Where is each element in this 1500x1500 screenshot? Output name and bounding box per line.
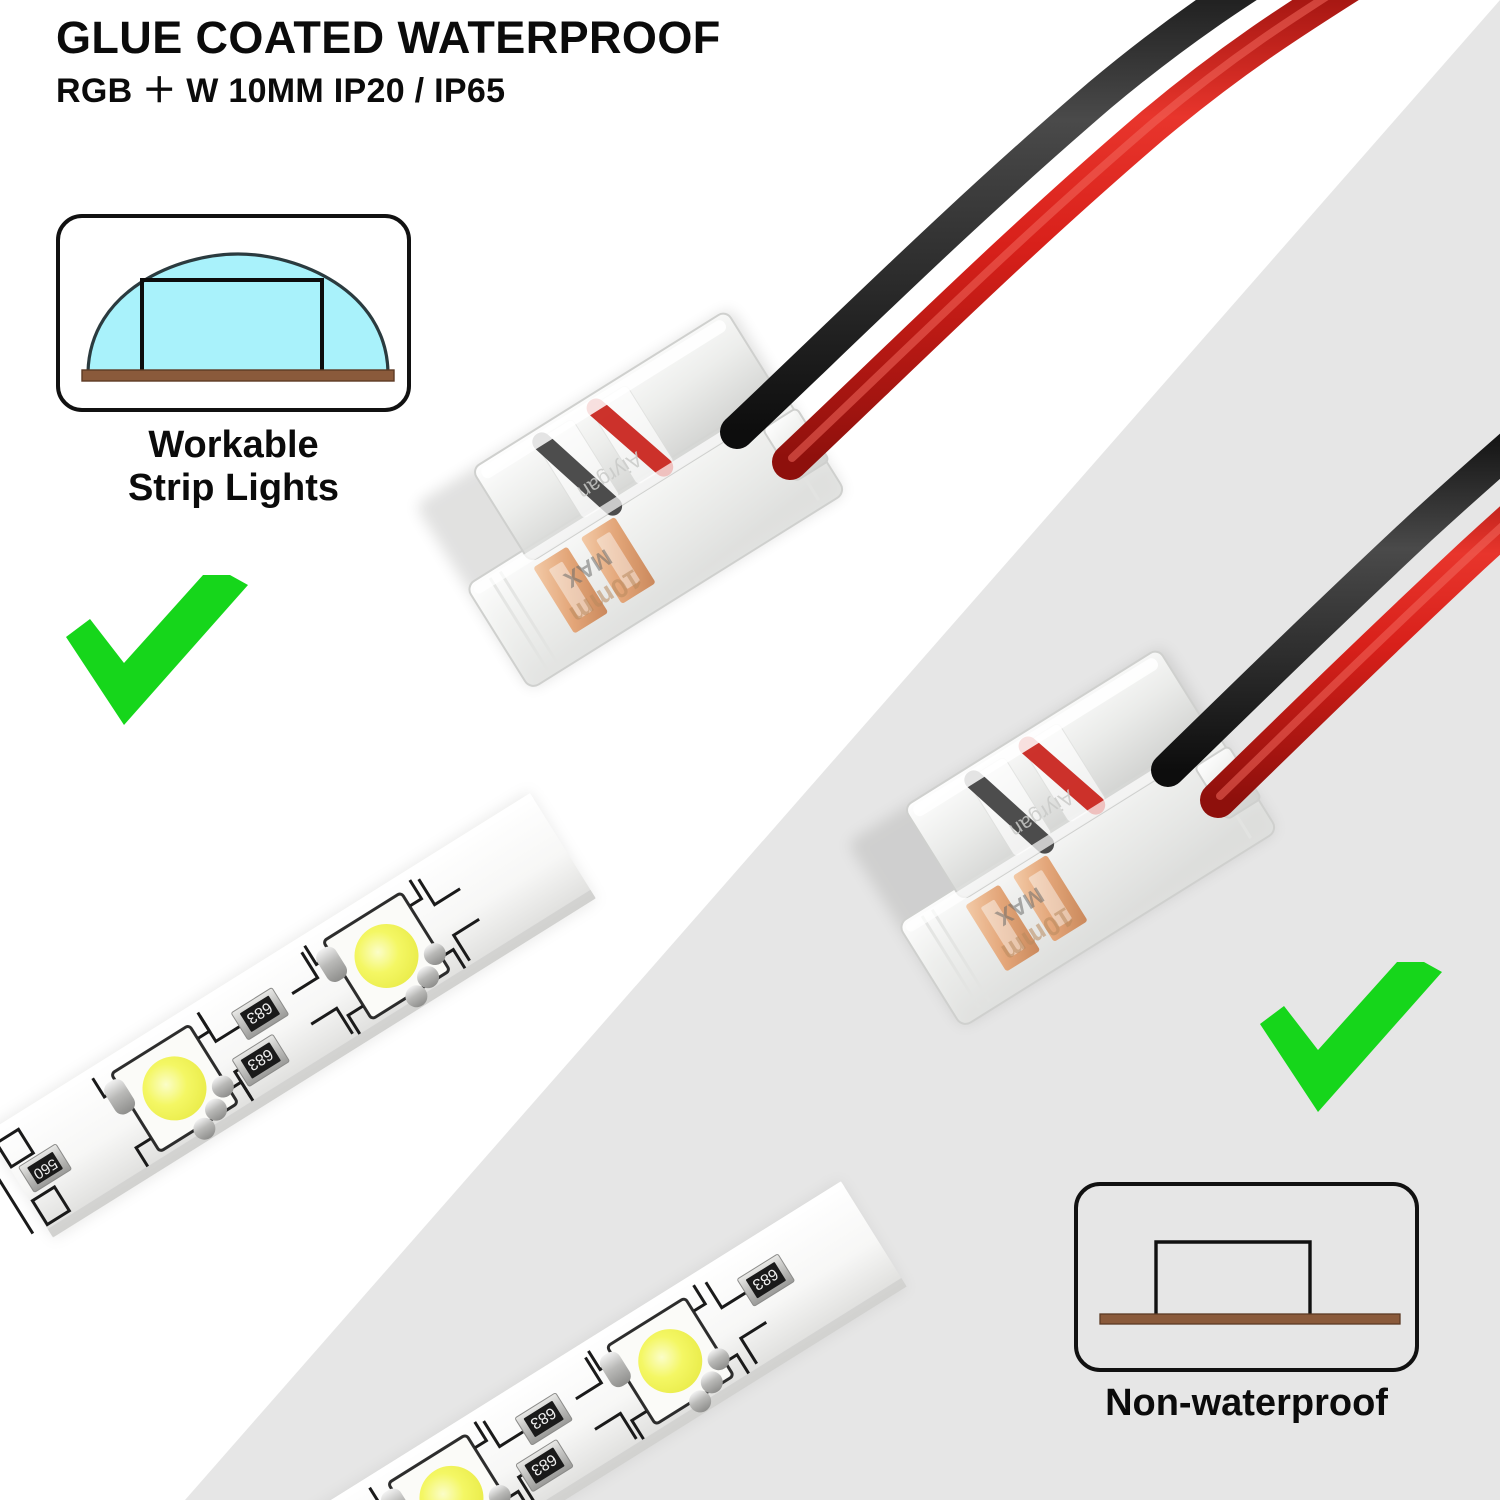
green-check-icon bbox=[66, 565, 248, 725]
strip-connector-lower: 10mm MAX Aiyrgan bbox=[850, 649, 1276, 1025]
non-waterproof-label-line1: Non-waterproof bbox=[1105, 1382, 1388, 1424]
card-workable-strip-lights: Workable Strip Lights bbox=[56, 214, 411, 511]
non-waterproof-card-label: Non-waterproof bbox=[1074, 1382, 1419, 1425]
waterproof-glue-dome-icon bbox=[81, 252, 395, 382]
workable-label-line2: Strip Lights bbox=[127, 467, 340, 510]
green-check-icon bbox=[1260, 952, 1442, 1112]
workable-diagram-box bbox=[56, 214, 411, 412]
workable-label-line1: Workable bbox=[148, 424, 319, 466]
heading-block: GLUE COATED WATERPROOF RGB ＋ W 10MM IP20… bbox=[56, 14, 721, 110]
workable-card-label: Workable Strip Lights bbox=[56, 424, 411, 511]
non-waterproof-flat-icon bbox=[1099, 1240, 1401, 1325]
led-strip-upper: 560 bbox=[0, 792, 596, 1239]
led-strip-lower: 560 683 bbox=[247, 1180, 907, 1500]
check-right-wrapper bbox=[1246, 952, 1446, 1132]
wire-pair-upper bbox=[720, 0, 1359, 480]
card-non-waterproof: Non-waterproof bbox=[1074, 1182, 1419, 1425]
page-subtitle: RGB ＋ W 10MM IP20 / IP65 bbox=[56, 72, 506, 111]
page-title: GLUE COATED WATERPROOF bbox=[56, 12, 721, 63]
check-left-wrapper bbox=[52, 565, 252, 745]
wire-pair-lower bbox=[1151, 433, 1500, 818]
non-waterproof-diagram-box bbox=[1074, 1182, 1419, 1372]
strip-connector-upper: 10mm MAX Aiyrgan bbox=[418, 311, 844, 687]
